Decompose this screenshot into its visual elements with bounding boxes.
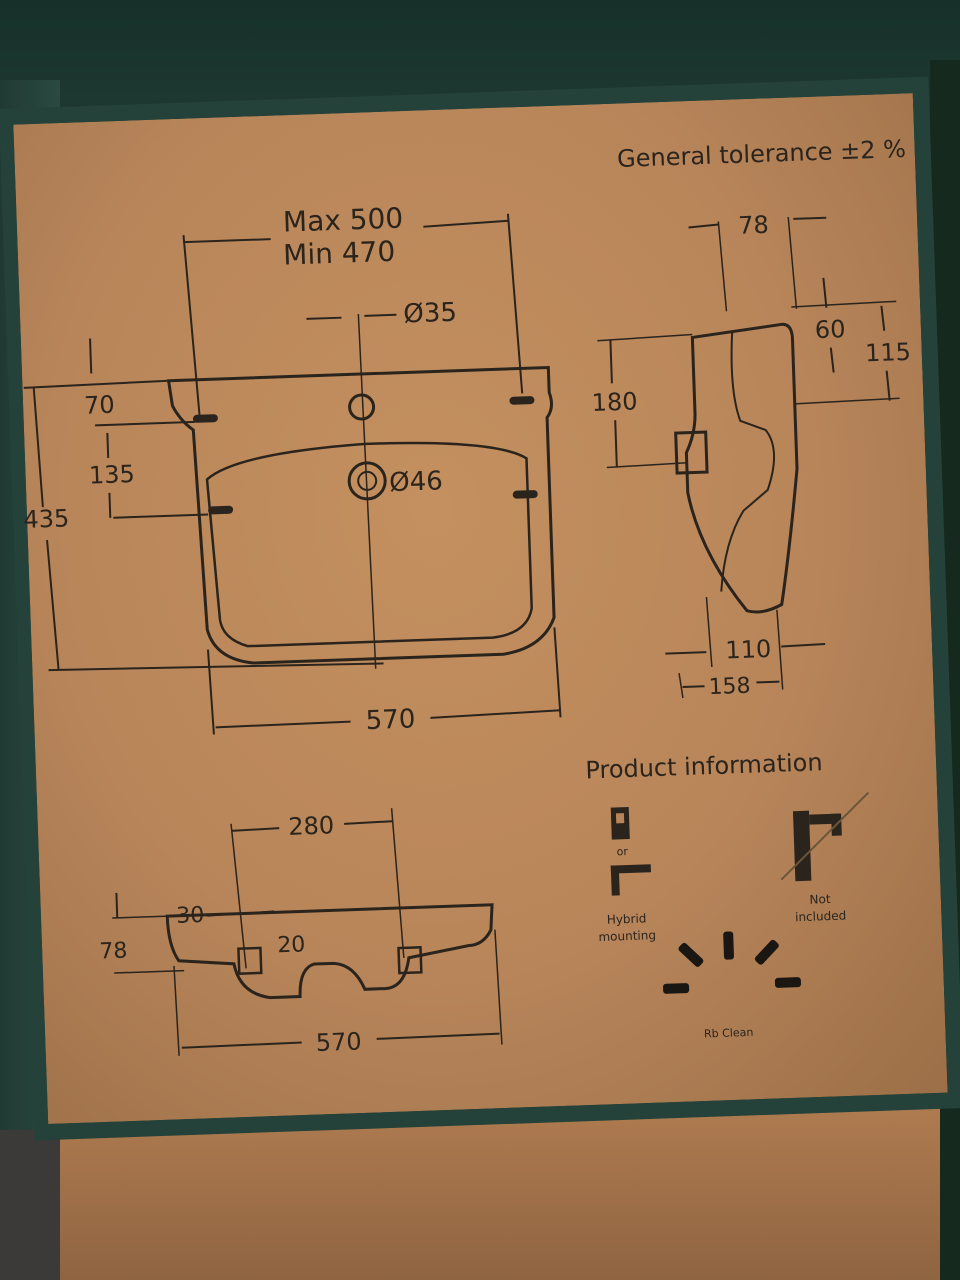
basin-outline xyxy=(166,365,556,665)
not-label-2: included xyxy=(795,908,847,924)
hybrid-label-1: Hybrid xyxy=(607,911,647,926)
dim-78-side: 78 xyxy=(738,211,770,240)
waste-dia: Ø46 xyxy=(389,466,444,498)
hybrid-mounting-icon xyxy=(610,806,652,896)
tap-hole-dia: Ø35 xyxy=(403,298,458,330)
tap-not-included-icon xyxy=(780,791,870,882)
dim-20: 20 xyxy=(277,932,306,958)
clean-label: Rb Clean xyxy=(704,1026,754,1041)
dim-115: 115 xyxy=(865,338,912,368)
fixing-slot-bottom-left xyxy=(208,505,234,515)
dim-570-front: 570 xyxy=(315,1027,362,1057)
dim-60: 60 xyxy=(814,315,846,344)
front-view: 280 30 78 20 570 xyxy=(99,808,503,1057)
dim-110: 110 xyxy=(725,635,772,665)
dim-180: 180 xyxy=(591,387,638,417)
dim-30: 30 xyxy=(176,903,205,929)
dim-158: 158 xyxy=(708,674,751,700)
side-profile xyxy=(684,322,799,614)
or-label: or xyxy=(616,845,628,858)
tap-hole xyxy=(348,393,376,421)
dim-70: 70 xyxy=(84,391,116,420)
fixing-slot-top-right xyxy=(509,396,535,405)
dim-78-front: 78 xyxy=(99,939,128,965)
top-view: Max 500 Min 470 Ø35 Ø46 70 135 435 xyxy=(23,201,562,736)
not-label-1: Not xyxy=(809,892,831,907)
fixing-slot-top-left xyxy=(192,414,218,423)
dim-280: 280 xyxy=(288,811,335,841)
hybrid-label-2: mounting xyxy=(598,928,656,944)
clean-rays-icon xyxy=(663,931,801,994)
tolerance-note: General tolerance ±2 % xyxy=(617,135,907,173)
dim-135: 135 xyxy=(88,460,135,490)
front-profile xyxy=(165,903,494,1000)
product-info: Product information or Hybrid mounting N… xyxy=(585,748,870,1041)
max-label: Max 500 xyxy=(282,201,403,238)
floor xyxy=(0,1130,70,1280)
side-view: 78 60 115 180 110 xyxy=(591,211,912,700)
min-label: Min 470 xyxy=(283,235,396,272)
dim-570-top: 570 xyxy=(365,704,416,736)
product-info-title: Product information xyxy=(585,748,823,784)
dim-435: 435 xyxy=(23,504,70,534)
bowl-outline xyxy=(205,441,533,648)
fixing-slot-bottom-right xyxy=(512,490,538,499)
